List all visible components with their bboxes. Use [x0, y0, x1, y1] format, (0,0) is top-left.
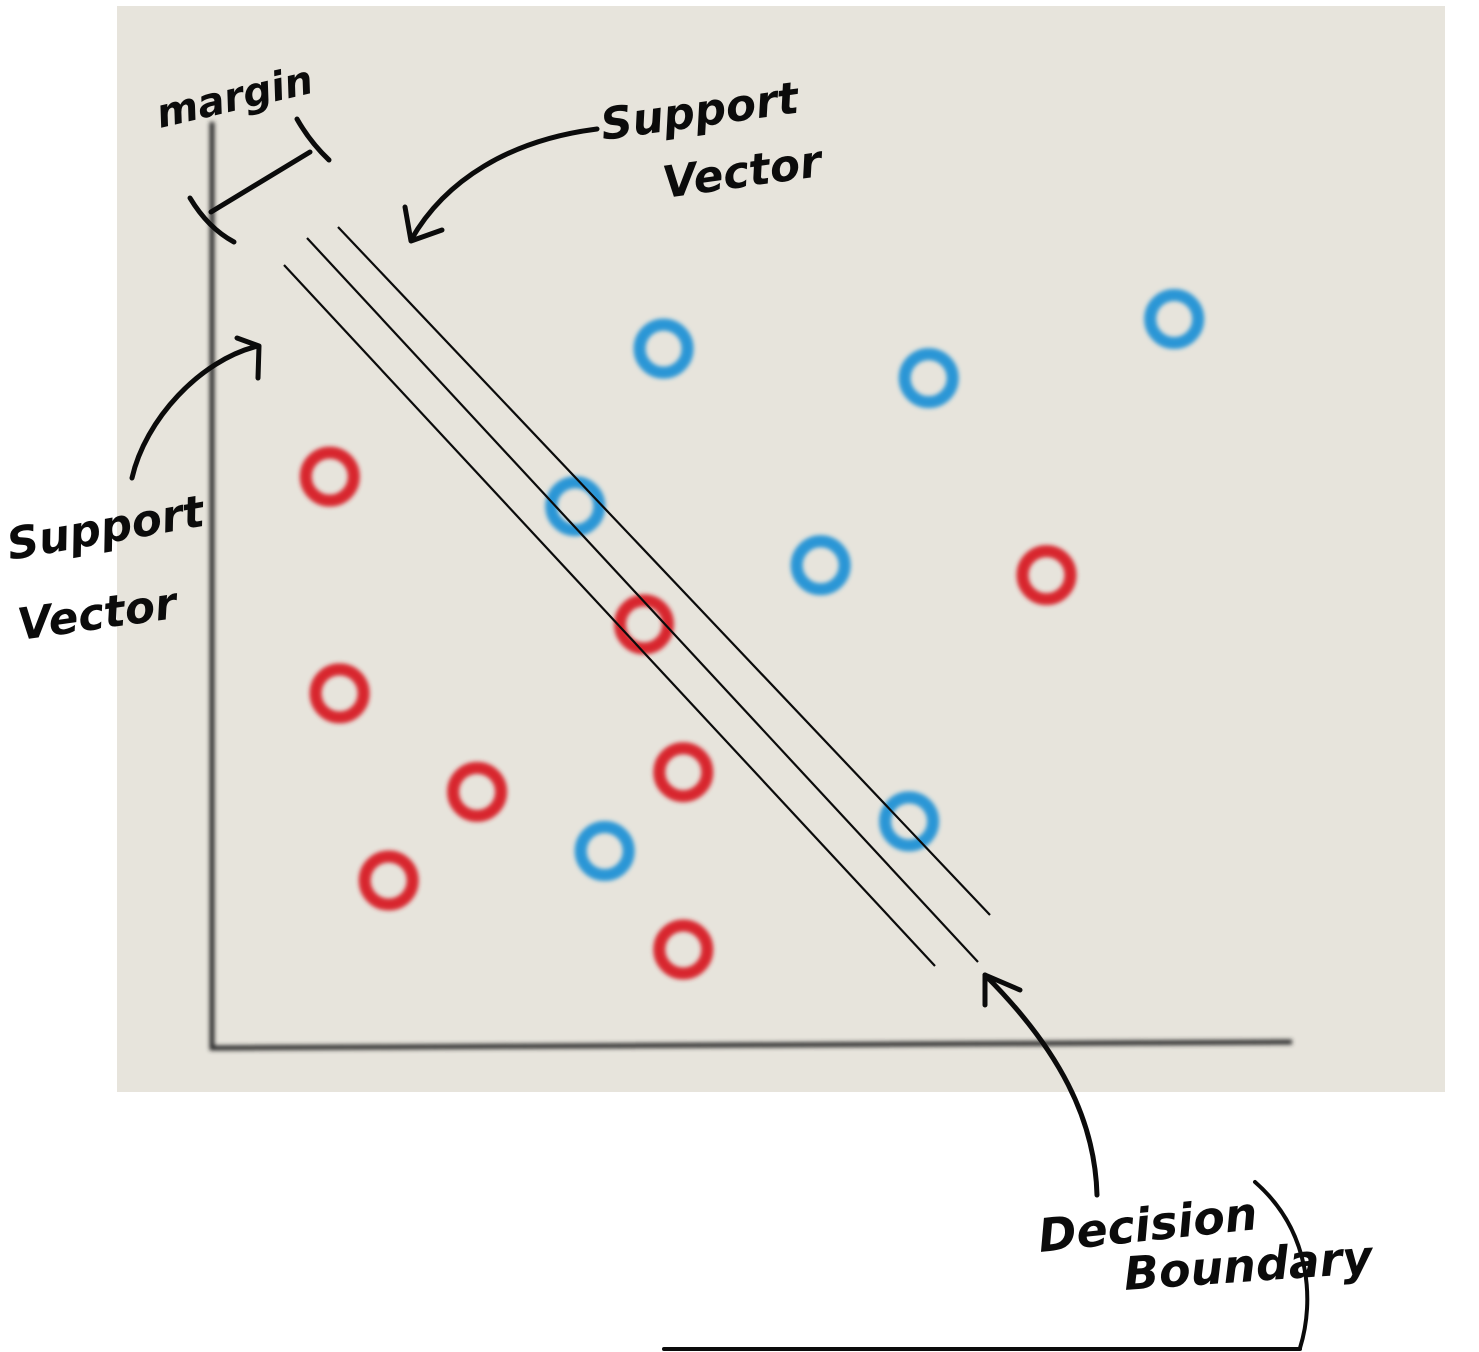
blue-class-point — [633, 318, 694, 379]
svm-lines — [283, 226, 991, 967]
margin-bracket-right-tick — [294, 116, 332, 163]
x-axis — [209, 1039, 1293, 1051]
lower-margin-line — [283, 264, 936, 967]
red-class-point — [653, 742, 714, 803]
support-vector-left-arrow-head — [234, 335, 262, 381]
red-class-point — [358, 850, 419, 911]
red-class-point — [299, 446, 360, 507]
blue-class-point — [574, 821, 635, 881]
screen-background — [117, 6, 1445, 1092]
blue-class-point — [1144, 289, 1205, 349]
blue-class-point — [545, 476, 606, 537]
decision-boundary-underline — [1253, 1180, 1310, 1350]
margin-bracket-bar — [208, 149, 313, 215]
blue-class-point — [879, 791, 940, 852]
decision-boundary-arrow — [982, 972, 1100, 1198]
blue-class-point — [790, 535, 851, 596]
arrows — [129, 126, 1310, 1351]
decision-boundary-line — [306, 237, 979, 963]
red-class-point — [653, 919, 714, 980]
decision-boundary-arrow-head — [982, 972, 1023, 1008]
margin-bracket-left-tick — [187, 195, 237, 245]
red-class-point — [309, 663, 370, 724]
upper-margin-line — [337, 226, 991, 916]
axes — [209, 122, 1293, 1051]
decision-boundary-label: Decision Boundary — [1036, 1186, 1376, 1301]
red-class-point — [1016, 545, 1077, 606]
data-points — [299, 289, 1205, 980]
margin-bracket — [187, 116, 332, 245]
support-vector-top-arrow-head — [402, 204, 445, 244]
blue-class-point — [898, 348, 959, 409]
support-vector-top-arrow — [408, 126, 600, 243]
red-class-point — [447, 761, 508, 822]
support-vector-left-arrow — [129, 343, 261, 481]
